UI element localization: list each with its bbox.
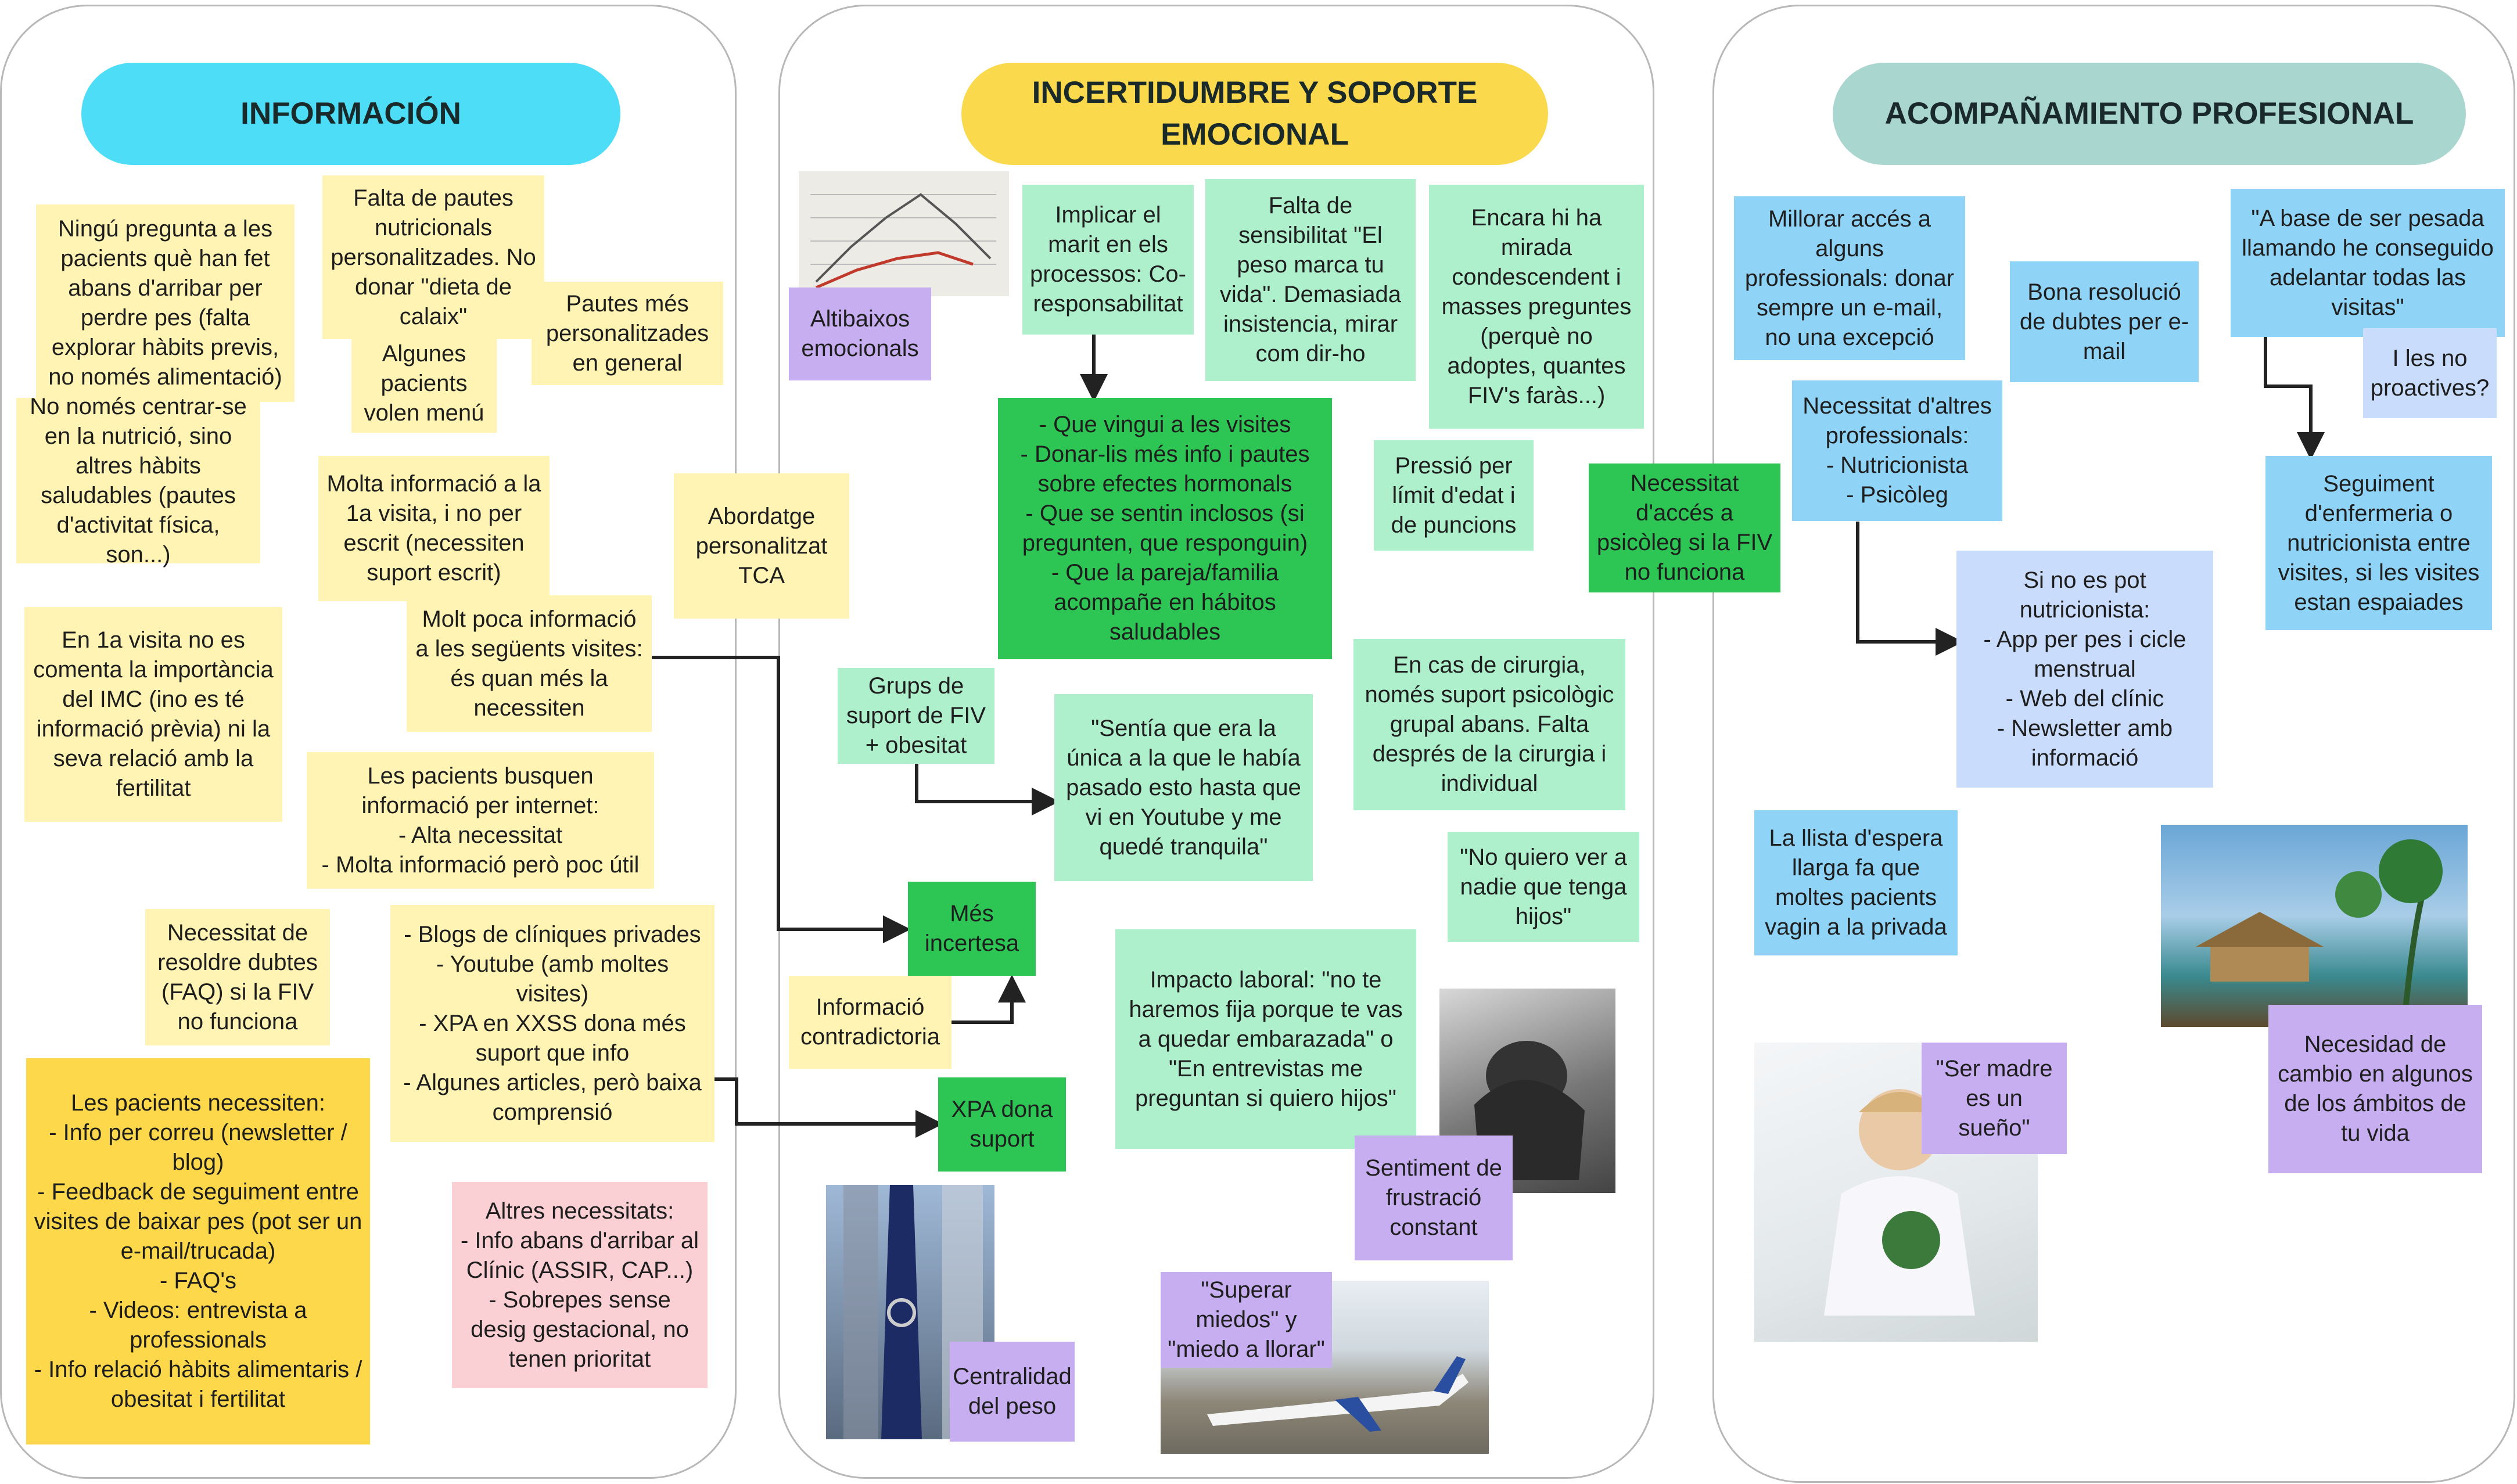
note-si-no-es-pot: Si no es pot nutricionista: - App per pe…: [1956, 551, 2213, 788]
note-necessiten: Les pacients necessiten: - Info per corr…: [26, 1058, 370, 1445]
note-cirurgia: En cas de cirurgia, només suport psicolò…: [1353, 639, 1625, 810]
note-superar-miedos: "Superar miedos" y "miedo a llorar": [1161, 1272, 1332, 1368]
note-mirada-condescendent: Encara hi ha mirada condescendent i mass…: [1429, 185, 1644, 429]
airplane-icon: [1207, 1356, 1468, 1432]
note-ser-madre: "Ser madre es un sueño": [1922, 1043, 2067, 1154]
note-xpa-dona: XPA dona suport: [938, 1077, 1066, 1172]
note-i-les-no: I les no proactives?: [2363, 328, 2497, 418]
arrow-blogs-to-xpa: [714, 1077, 943, 1138]
note-centralidad: Centralidad del peso: [950, 1342, 1075, 1442]
note-sentia: "Sentía que era la única a la que le hab…: [1054, 694, 1313, 881]
informacion-title: INFORMACIÓN: [81, 63, 620, 165]
child-icon: [1824, 1089, 1975, 1316]
chart-sketch-icon: [810, 193, 996, 289]
note-molt-poca: Molt poca informació a les següents visi…: [407, 595, 652, 732]
note-resoldre-dubtes: Necessitat de resoldre dubtes (FAQ) si l…: [145, 909, 330, 1045]
note-pautes-mes: Pautes més personalitzades en general: [532, 282, 723, 385]
note-en-1a-visita: En 1a visita no es comenta la importànci…: [24, 607, 282, 822]
note-algunes-pacients: Algunes pacients volen menú: [351, 334, 497, 433]
note-a-base: "A base de ser pesada llamando he conseg…: [2231, 189, 2505, 337]
arrow-a-base-to-seguiment: [2264, 337, 2325, 460]
note-altres-necessitats: Altres necessitats: - Info abans d'arrib…: [452, 1182, 708, 1388]
note-que-vingui: - Que vingui a les visites - Donar-lis m…: [998, 398, 1332, 659]
acompanamiento-title: ACOMPAÑAMIENTO PROFESIONAL: [1833, 63, 2466, 165]
note-no-quiero: "No quiero ver a nadie que tenga hijos": [1448, 832, 1639, 942]
note-pressio: Pressió per límit d'edat i de puncions: [1374, 440, 1534, 551]
beach-hut-photo: [2161, 825, 2468, 1027]
note-falta-pautes: Falta de pautes nutricionals personalitz…: [322, 175, 544, 339]
arrow-molt-poca-to-mes-incertesa: [651, 656, 911, 943]
note-grups-suport: Grups de suport de FIV + obesitat: [838, 668, 994, 764]
note-llista-espera: La llista d'espera llarga fa que moltes …: [1754, 810, 1958, 955]
note-mes-incertesa: Més incertesa: [908, 882, 1036, 976]
note-blogs: - Blogs de clíniques privades - Youtube …: [390, 905, 714, 1142]
note-ningu-pregunta: Ningú pregunta a les pacients què han fe…: [36, 204, 295, 402]
note-seguiment-infermeria: Seguiment d'enfermeria o nutricionista e…: [2265, 456, 2492, 630]
note-altibaixos: Altibaixos emocionals: [789, 288, 931, 380]
note-bona-resolucio: Bona resolució de dubtes per e-mail: [2010, 261, 2199, 382]
note-abordatge: Abordatge personalitzat TCA: [674, 473, 849, 619]
note-altres-professionals: Necessitat d'altres professionals: - Nut…: [1792, 380, 2002, 521]
chart-photo: [799, 171, 1009, 296]
note-necessitat-acces: Necessitat d'accés a psicòleg si la FIV …: [1589, 463, 1780, 592]
note-busquen-internet: Les pacients busquen informació per inte…: [307, 752, 654, 889]
note-no-nomes: No només centrar-se en la nutrició, sino…: [16, 394, 260, 567]
note-implicar-marit: Implicar el marit en els processos: Co-r…: [1022, 185, 1194, 335]
note-informacio-contradictoria: Informació contradictoria: [789, 976, 951, 1069]
child-photo: [1754, 1043, 2038, 1342]
beach-hut-icon: [2196, 839, 2443, 1017]
note-falta-sensibilitat: Falta de sensibilitat "El peso marca tu …: [1205, 179, 1416, 381]
arrow-grups-to-sentia: [915, 763, 1060, 815]
incertidumbre-title: INCERTIDUMBRE Y SOPORTE EMOCIONAL: [961, 63, 1548, 165]
arrow-info-contradictoria-to-mes-incertesa: [950, 975, 1026, 1024]
arrow-altres-professionals-to-si-no: [1856, 522, 1963, 656]
note-impacto-laboral: Impacto laboral: "no te haremos fija por…: [1115, 929, 1416, 1149]
note-molta-info-1a: Molta informació a la 1a visita, i no pe…: [318, 456, 550, 601]
note-necesidad-cambio: Necesidad de cambio en algunos de los ám…: [2268, 1005, 2482, 1173]
note-millorar-acces: Millorar accés a alguns professionals: d…: [1734, 196, 1965, 360]
note-sentiment-frustracio: Sentiment de frustració constant: [1355, 1136, 1513, 1260]
